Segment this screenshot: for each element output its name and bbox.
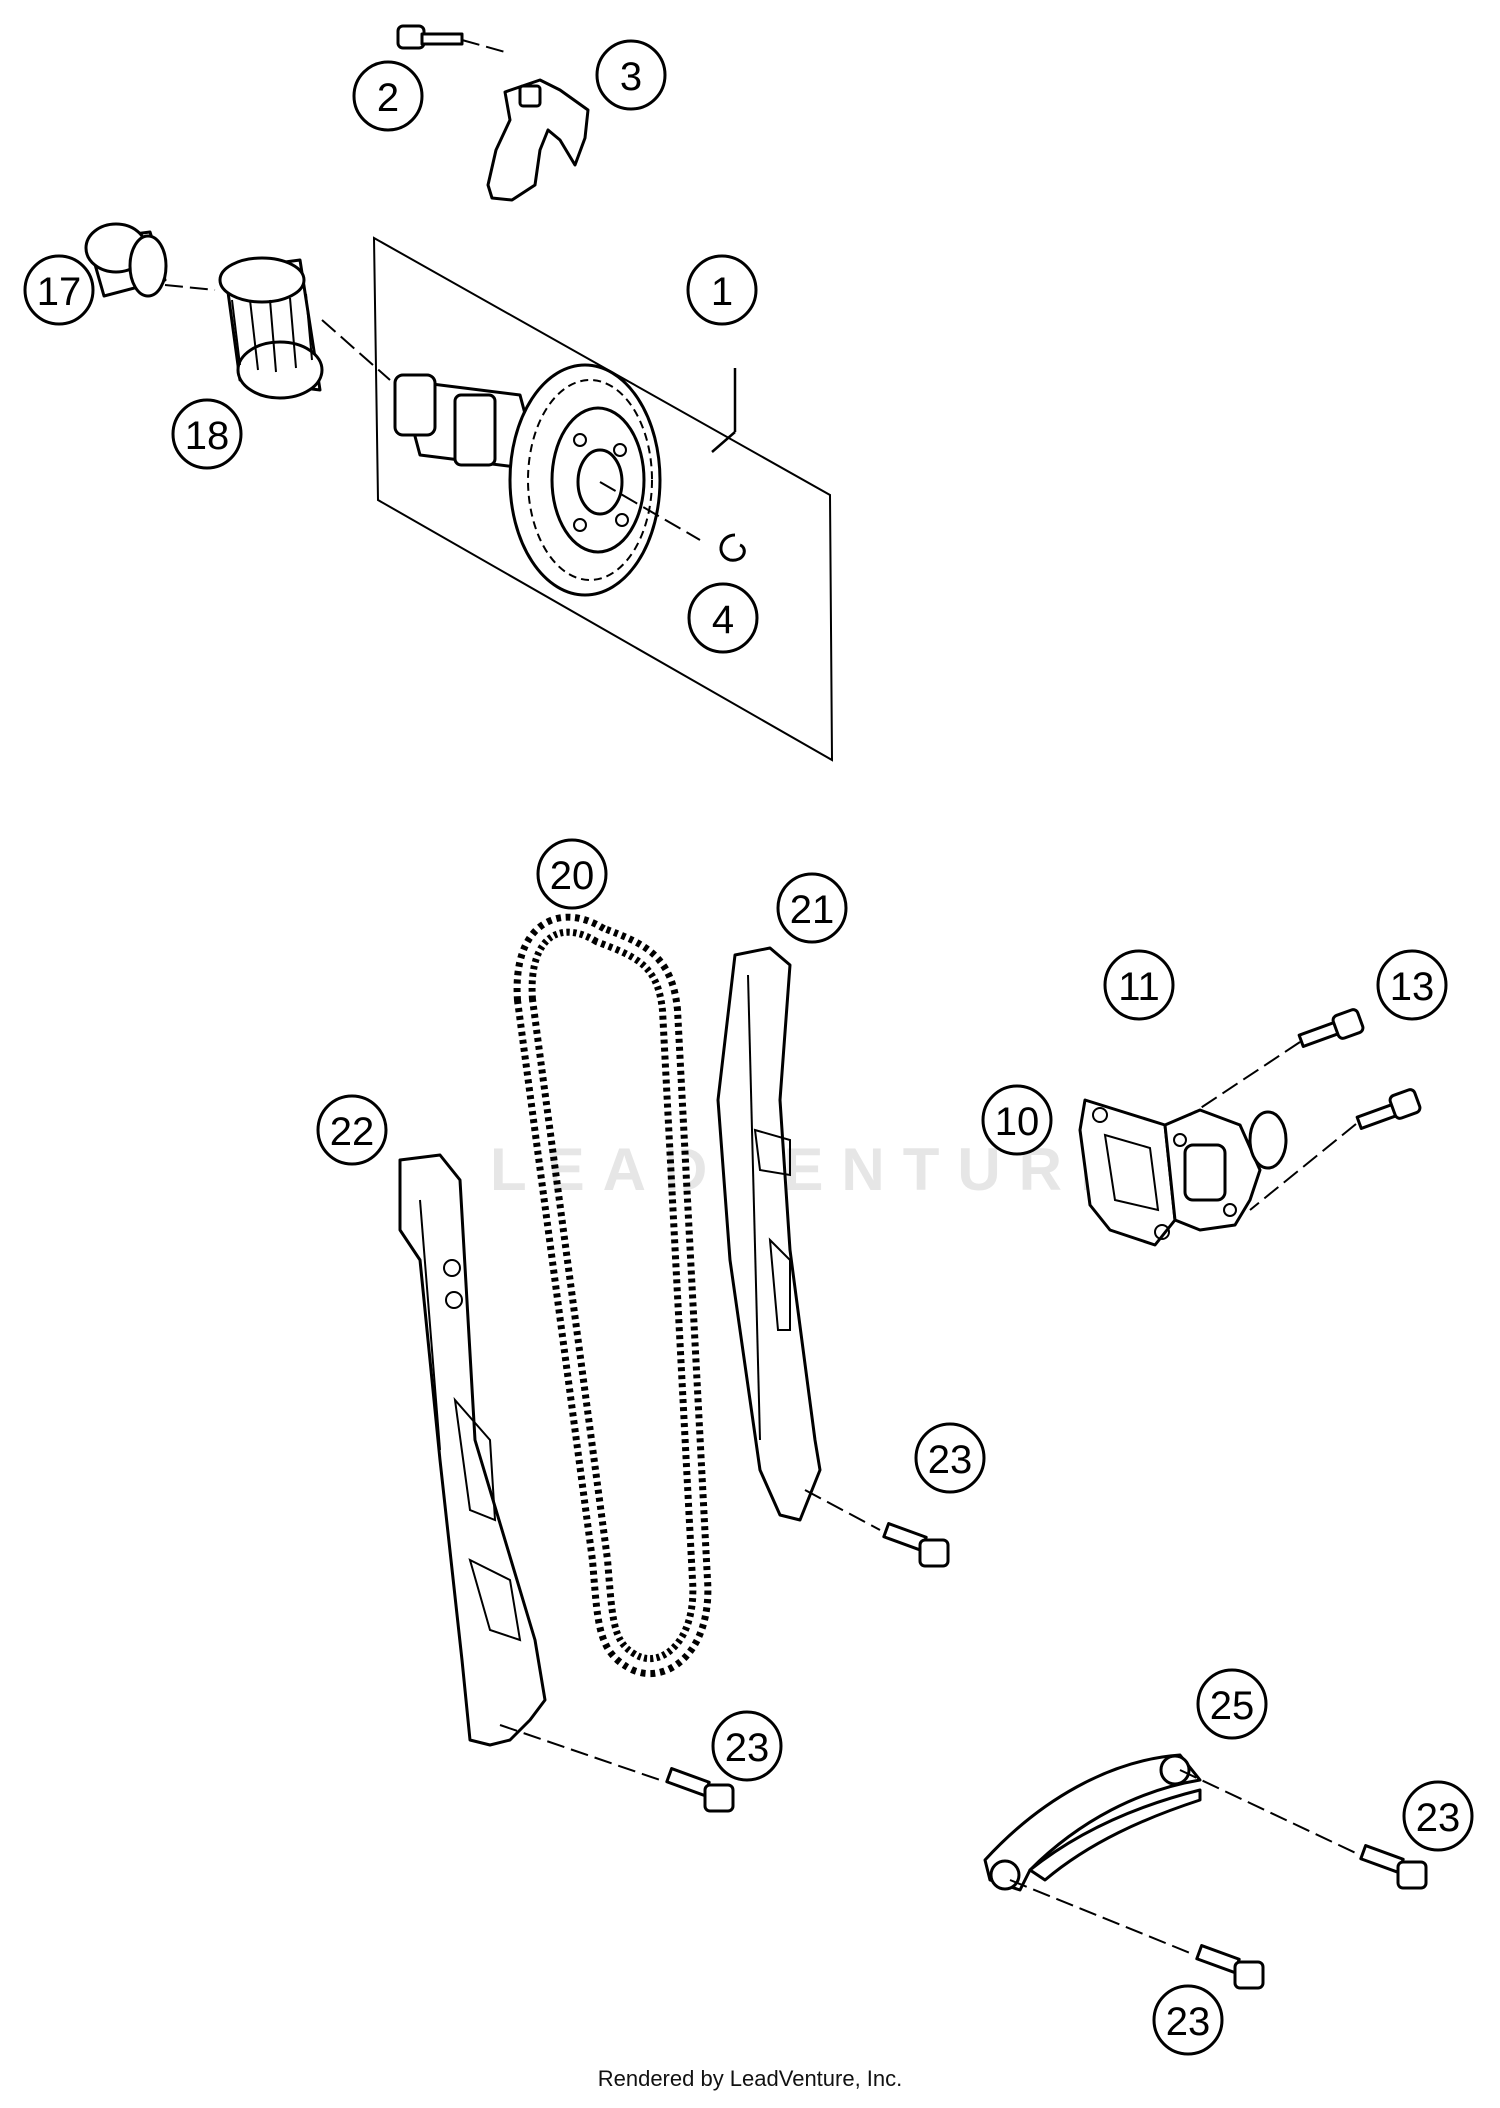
svg-text:10: 10 xyxy=(995,1100,1040,1144)
svg-text:22: 22 xyxy=(330,1110,375,1154)
svg-text:20: 20 xyxy=(550,854,595,898)
part-bolt-23-c xyxy=(1359,1844,1428,1890)
part-bolt-2 xyxy=(396,24,506,53)
callout-23-b: 23 xyxy=(711,1710,783,1782)
svg-text:13: 13 xyxy=(1390,965,1435,1009)
svg-text:18: 18 xyxy=(185,414,230,458)
part-needle-bearing-17 xyxy=(84,222,216,298)
callout-23-a: 23 xyxy=(914,1422,986,1494)
part-bolt-23-d xyxy=(1195,1944,1265,1990)
svg-text:1: 1 xyxy=(711,270,733,314)
svg-text:25: 25 xyxy=(1210,1684,1255,1728)
callout-1: 1 xyxy=(686,254,758,326)
part-bolt-23-a xyxy=(882,1522,950,1568)
part-clip-4 xyxy=(719,533,746,562)
part-timing-chain-20 xyxy=(513,913,712,1677)
part-guide-rail-22 xyxy=(398,1153,661,1781)
svg-text:23: 23 xyxy=(1166,2000,1211,2044)
callout-23-c: 23 xyxy=(1402,1780,1474,1852)
callout-11: 11 xyxy=(1103,949,1175,1021)
callout-18: 18 xyxy=(171,398,243,470)
callout-2: 2 xyxy=(352,60,424,132)
svg-text:3: 3 xyxy=(620,55,642,99)
callout-22: 22 xyxy=(316,1094,388,1166)
callout-21: 21 xyxy=(776,872,848,944)
callout-4: 4 xyxy=(687,582,759,654)
svg-text:17: 17 xyxy=(37,270,82,314)
callout-13: 13 xyxy=(1376,949,1448,1021)
part-guide-shoe-25 xyxy=(983,1753,1361,1956)
footer-credit: Rendered by LeadVenture, Inc. xyxy=(597,2066,903,2091)
part-tensioner-rail-21 xyxy=(716,946,881,1531)
svg-text:23: 23 xyxy=(1416,1796,1461,1840)
callout-25: 25 xyxy=(1196,1668,1268,1740)
svg-text:4: 4 xyxy=(712,598,734,642)
part-lever-3 xyxy=(486,78,590,202)
callout-10: 10 xyxy=(981,1084,1053,1156)
svg-text:11: 11 xyxy=(1118,965,1160,1009)
part-bolt-23-b xyxy=(665,1767,735,1813)
svg-text:23: 23 xyxy=(928,1438,973,1482)
svg-text:23: 23 xyxy=(725,1726,770,1770)
callouts: 2 3 17 1 18 4 20 21 xyxy=(23,39,1474,2056)
callout-23-d: 23 xyxy=(1152,1984,1224,2056)
part-roller-bearing-18 xyxy=(218,256,391,400)
callout-3: 3 xyxy=(595,39,667,111)
callout-17: 17 xyxy=(23,254,95,326)
part-chain-tensioner-assembly xyxy=(1078,1008,1422,1247)
svg-text:2: 2 xyxy=(377,76,399,120)
part-camshaft-assembly-1 xyxy=(372,236,834,762)
callout-20: 20 xyxy=(536,838,608,910)
svg-text:21: 21 xyxy=(790,888,835,932)
